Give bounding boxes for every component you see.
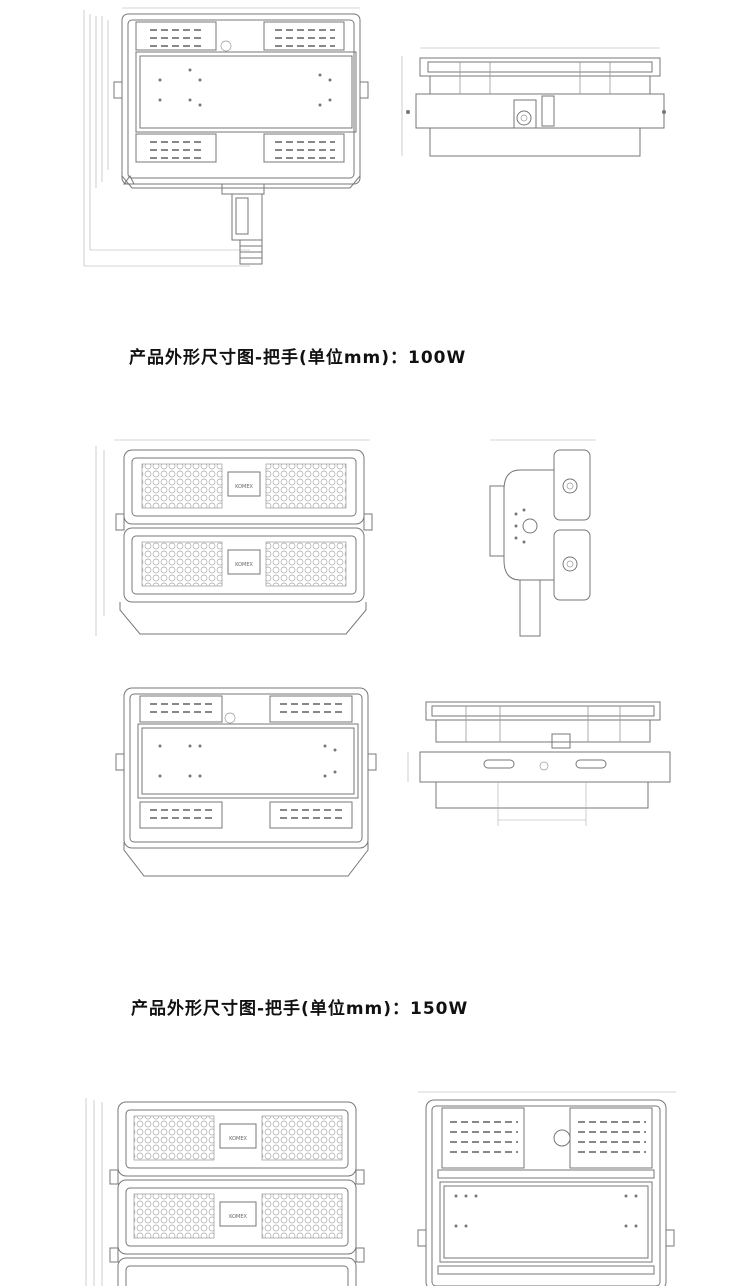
back-view-150w xyxy=(417,1099,675,1286)
front-view-100w: KOMEX KOMEX xyxy=(115,449,373,635)
dimension-lines-100w xyxy=(95,439,370,636)
drawing-back-view-top xyxy=(0,0,750,300)
dimension-lines-left xyxy=(83,7,360,267)
logo-text-4: KOMEX xyxy=(229,1214,247,1220)
drawing-100w: KOMEX KOMEX xyxy=(0,430,750,890)
front-view-150w: KOMEX KOMEX xyxy=(109,1101,365,1286)
caption-100w: 产品外形尺寸图-把手(单位mm)：100W xyxy=(129,348,467,368)
logo-text-2: KOMEX xyxy=(235,562,253,568)
dimension-lines-150w xyxy=(85,1091,676,1286)
side-view-2-100w xyxy=(407,701,671,826)
back-view-body xyxy=(113,13,369,265)
side-view-100w xyxy=(489,439,596,637)
side-view-right xyxy=(401,47,666,157)
drawing-150w: KOMEX KOMEX xyxy=(0,1080,750,1286)
logo-text-1: KOMEX xyxy=(235,484,253,490)
caption-150w: 产品外形尺寸图-把手(单位mm)：150W xyxy=(131,999,469,1019)
logo-text-3: KOMEX xyxy=(229,1136,247,1142)
back-view-100w xyxy=(115,687,377,877)
